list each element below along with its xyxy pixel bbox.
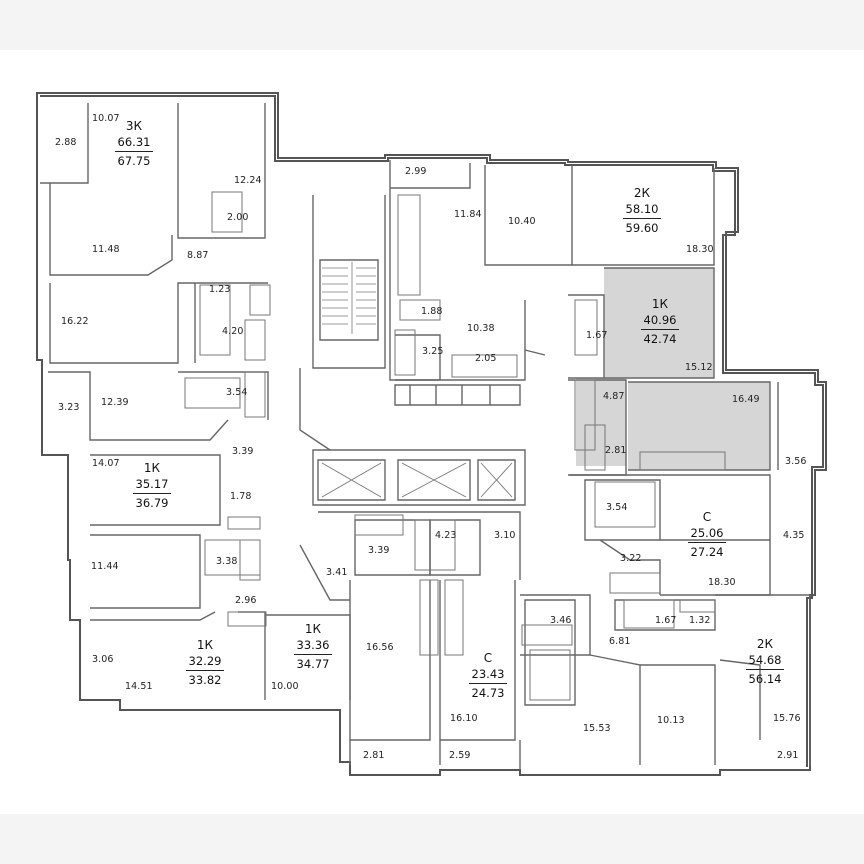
fixtures [184, 191, 726, 701]
room-area-label: 15.12 [685, 362, 713, 373]
apartment-living-area: 33.36 [296, 638, 330, 652]
room-area-label: 1.32 [689, 615, 711, 626]
apartment-label-1k-west-2: 1К 32.29 33.82 [175, 638, 235, 687]
room-area-label: 1.23 [209, 284, 231, 295]
apartment-living-area: 58.10 [625, 202, 659, 216]
room-area-label: 1.67 [655, 615, 677, 626]
room-area-label: 12.39 [101, 397, 129, 408]
apartment-total-area: 67.75 [117, 154, 151, 168]
room-area-label: 2.00 [227, 212, 249, 223]
room-area-label: 14.07 [92, 458, 120, 469]
room-area-label: 16.22 [61, 316, 89, 327]
apartment-label-1k-west-1: 1К 35.17 36.79 [122, 461, 182, 510]
apartment-living-area: 35.17 [135, 477, 169, 491]
room-area-label: 3.06 [92, 654, 114, 665]
room-area-label: 2.59 [449, 750, 471, 761]
room-area-label: 1.67 [586, 330, 608, 341]
apartment-living-area: 40.96 [643, 313, 677, 327]
room-area-label: 10.07 [92, 113, 120, 124]
apartment-living-area: 66.31 [117, 135, 151, 149]
room-area-label: 2.05 [475, 353, 497, 364]
apartment-total-area: 56.14 [748, 672, 782, 686]
room-area-label: 4.87 [603, 391, 625, 402]
apartment-living-area: 23.43 [471, 667, 505, 681]
apartment-living-area: 32.29 [188, 654, 222, 668]
room-area-label: 3.39 [232, 446, 254, 457]
room-area-label: 10.38 [467, 323, 495, 334]
room-area-label: 2.88 [55, 137, 77, 148]
exterior-walls [36, 92, 827, 776]
room-area-label: 3.38 [216, 556, 238, 567]
apartment-label-studio-south: С 23.43 24.73 [458, 651, 518, 700]
room-area-label: 16.49 [732, 394, 760, 405]
room-area-label: 2.81 [363, 750, 385, 761]
room-area-label: 15.76 [773, 713, 801, 724]
elevators [321, 462, 513, 498]
apartment-label-studio-east: С 25.06 27.24 [677, 510, 737, 559]
apartment-type: С [702, 510, 712, 524]
room-area-label: 11.44 [91, 561, 119, 572]
apartment-type: 3К [125, 119, 143, 133]
room-area-label: 3.46 [550, 615, 572, 626]
room-area-label: 2.99 [405, 166, 427, 177]
room-area-label: 3.22 [620, 553, 642, 564]
room-area-label: 15.53 [583, 723, 611, 734]
room-area-label: 4.20 [222, 326, 244, 337]
room-area-label: 3.25 [422, 346, 444, 357]
room-area-label: 11.84 [454, 209, 482, 220]
room-area-label: 3.23 [58, 402, 80, 413]
room-area-label: 11.48 [92, 244, 120, 255]
apartment-total-area: 42.74 [643, 332, 677, 346]
room-area-label: 3.39 [368, 545, 390, 556]
room-area-label: 8.87 [187, 250, 209, 261]
apartment-total-area: 34.77 [296, 657, 330, 671]
room-area-label: 12.24 [234, 175, 262, 186]
apartment-type: 1К [304, 622, 322, 636]
apartment-label-1k-center: 1К 33.36 34.77 [283, 622, 343, 671]
apartment-type: 1К [143, 461, 161, 475]
room-area-label: 18.30 [686, 244, 714, 255]
apartment-type: 1К [196, 638, 214, 652]
apartment-label-2k-south-east: 2К 54.68 56.14 [735, 637, 795, 686]
room-area-label: 16.10 [450, 713, 478, 724]
apartment-total-area: 27.24 [690, 545, 724, 559]
room-area-label: 4.35 [783, 530, 805, 541]
room-area-label: 1.78 [230, 491, 252, 502]
highlighted-apartment-fill [576, 268, 770, 470]
room-area-label: 2.96 [235, 595, 257, 606]
room-area-label: 16.56 [366, 642, 394, 653]
room-area-label: 4.23 [435, 530, 457, 541]
room-area-label: 2.91 [777, 750, 799, 761]
room-area-label: 6.81 [609, 636, 631, 647]
apartment-type: 2К [756, 637, 774, 651]
apartment-total-area: 36.79 [135, 496, 169, 510]
apartment-type: 2К [633, 186, 651, 200]
apartment-total-area: 24.73 [471, 686, 505, 700]
room-area-label: 1.88 [421, 306, 443, 317]
room-area-label: 18.30 [708, 577, 736, 588]
room-area-label: 10.40 [508, 216, 536, 227]
apartment-living-area: 54.68 [748, 653, 782, 667]
apartment-label-3k: 3К 66.31 67.75 [104, 119, 164, 168]
staircase [322, 262, 376, 334]
apartment-label-2k-top: 2К 58.10 59.60 [612, 186, 672, 235]
apartment-label-1k-highlighted: 1К 40.96 42.74 [630, 297, 690, 346]
apartment-type: С [483, 651, 493, 665]
room-area-label: 10.13 [657, 715, 685, 726]
room-area-label: 2.81 [605, 445, 627, 456]
room-area-label: 3.54 [606, 502, 628, 513]
apartment-total-area: 59.60 [625, 221, 659, 235]
apartment-living-area: 25.06 [690, 526, 724, 540]
room-area-label: 14.51 [125, 681, 153, 692]
apartment-total-area: 33.82 [188, 673, 222, 687]
room-area-label: 3.41 [326, 567, 348, 578]
room-area-label: 3.54 [226, 387, 248, 398]
room-area-label: 10.00 [271, 681, 299, 692]
apartment-type: 1К [651, 297, 669, 311]
room-area-label: 3.10 [494, 530, 516, 541]
room-area-label: 3.56 [785, 456, 807, 467]
